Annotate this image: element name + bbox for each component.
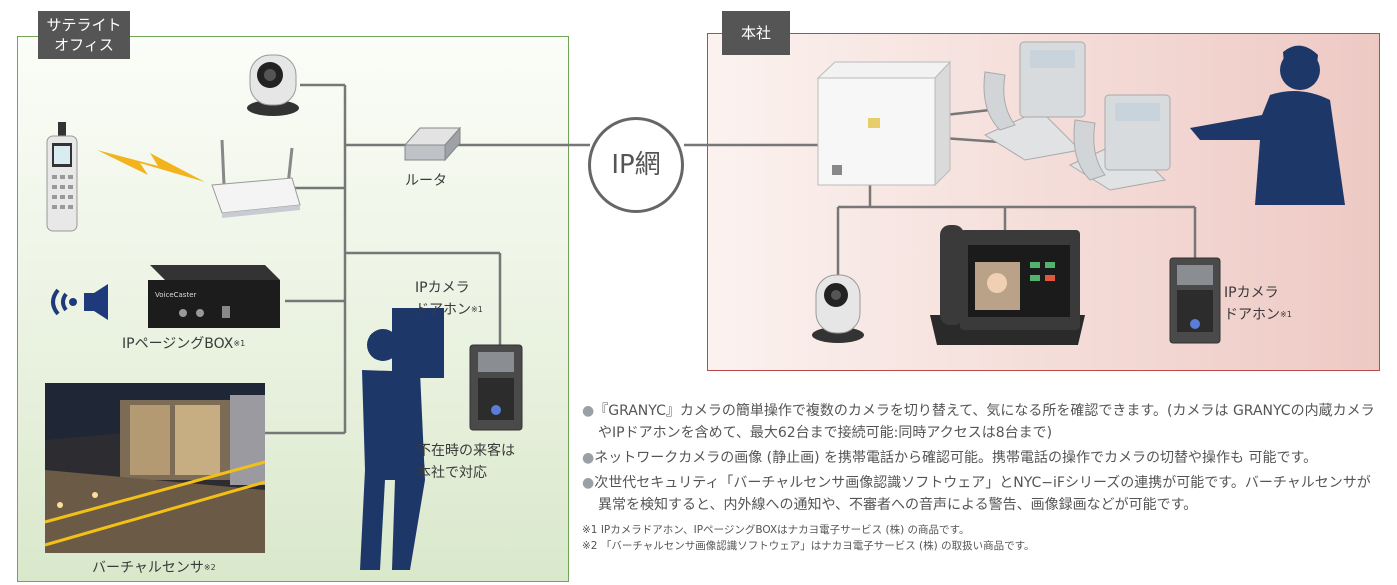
device-brand-text: VoiceCaster: [155, 291, 197, 299]
satellite-doorphone-label: IPカメラ ドアホン※1: [415, 280, 483, 318]
feature-notes: ●『GRANYC』カメラの簡単操作で複数のカメラを切り替えて、気になる所を確認で…: [582, 400, 1382, 554]
visitor-handling-label: 不在時の来客は 本社で対応: [417, 443, 515, 481]
pbx-main-unit-icon: [816, 60, 952, 187]
desk-phone-icon: [1068, 94, 1171, 191]
hq-network-camera-icon: [812, 274, 864, 343]
router-label: ルータ: [405, 173, 447, 189]
headquarters-tag: 本社: [722, 11, 790, 55]
video-phone-icon: [930, 225, 1085, 345]
access-point-icon: [211, 139, 301, 218]
footnote-marker: ※1: [471, 305, 483, 314]
paging-box-icon: VoiceCaster: [148, 265, 280, 328]
feature-note: ●『GRANYC』カメラの簡単操作で複数のカメラを切り替えて、気になる所を確認で…: [582, 403, 1375, 441]
satellite-doorphone-icon: [469, 344, 523, 431]
mobile-handset-icon: [46, 122, 78, 232]
hq-doorphone-label: IPカメラ ドアホン※1: [1224, 285, 1292, 323]
paging-box-label: IPページングBOX※1: [122, 336, 246, 352]
delivery-person-icon: [360, 308, 444, 570]
footnotes: ※1 IPカメラドアホン、IPページングBOXはナカヨ電子サービス (株) の商…: [582, 522, 1382, 554]
speaker-icon: [51, 284, 108, 320]
ip-network-node: IP網: [588, 117, 684, 213]
router-icon: [403, 126, 462, 162]
satellite-tag-line1: サテライト: [46, 16, 122, 34]
office-worker-icon: [1190, 45, 1345, 205]
footnote-1: ※1 IPカメラドアホン、IPページングBOXはナカヨ電子サービス (株) の商…: [582, 524, 970, 536]
satellite-tag-line2: オフィス: [54, 36, 114, 54]
network-camera-icon: [247, 54, 299, 116]
satellite-network-lines: [265, 83, 590, 435]
footnote-marker: ※1: [233, 339, 246, 348]
wireless-signal-icon: [97, 150, 205, 182]
footnote-2: ※2 「バーチャルセンサ画像認識ソフトウェア」はナカヨ電子サービス (株) の取…: [582, 540, 1035, 552]
feature-note: ●ネットワークカメラの画像 (静止画) を携帯電話から確認可能。携帯電話の操作で…: [582, 450, 1318, 466]
footnote-marker: ※2: [203, 563, 216, 572]
satellite-office-tag: サテライト オフィス: [38, 11, 130, 59]
feature-note: ●次世代セキュリティ「バーチャルセンサ画像認識ソフトウェア」とNYC−iFシリー…: [582, 475, 1371, 513]
hq-doorphone-icon: [1169, 257, 1221, 344]
footnote-marker: ※1: [1280, 310, 1292, 319]
virtual-sensor-label: バーチャルセンサ※2: [92, 560, 216, 576]
virtual-sensor-photo: [44, 383, 266, 553]
desk-phone-icon: [983, 41, 1086, 161]
